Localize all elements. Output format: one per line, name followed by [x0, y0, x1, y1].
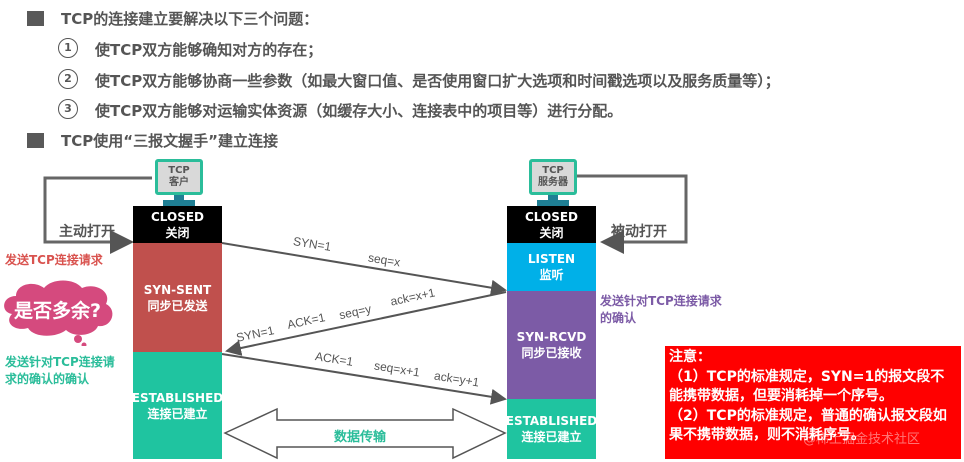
syn-arrow	[221, 242, 507, 296]
data-transfer-double-arrow	[223, 407, 507, 460]
bullet-square-icon	[27, 133, 44, 148]
number-circle-3: 3	[58, 99, 78, 119]
server-monitor-base	[537, 200, 569, 206]
client-monitor-line2: 客户	[169, 177, 189, 188]
client-monitor-line1: TCP	[168, 165, 190, 176]
state-en: CLOSED	[150, 209, 205, 224]
watermark: @稀土掘金技术社区	[803, 432, 921, 447]
state-en: SYN-RCVD	[516, 330, 587, 344]
state-en: LISTEN	[527, 252, 576, 266]
client-ack-note-line2: 求的确认的确认	[5, 372, 90, 386]
state-en: ESTABLISHED	[131, 390, 224, 405]
client-ack-note: 发送针对TCP连接请 求的确认的确认	[5, 354, 130, 388]
cloud-text: 是否多余?	[14, 300, 102, 322]
state-zh: 关闭	[165, 225, 190, 240]
client-monitor-stand	[174, 195, 184, 200]
thought-cloud-icon	[4, 280, 113, 346]
client-monitor-base	[163, 200, 195, 206]
notice-paragraph-2: （2）TCP的标准规定，普通的确认报文段如果不携带数据，则不消耗序号。	[669, 407, 947, 444]
list-item-1: 使TCP双方能够确知对方的存在；	[95, 41, 323, 59]
state-zh: 连接已建立	[521, 430, 582, 444]
client-state-closed: CLOSED 关闭	[133, 206, 222, 243]
state-zh: 同步已接收	[521, 346, 582, 360]
passive-open-label: 被动打开	[611, 224, 667, 240]
list-item-3: 使TCP双方能够对运输实体资源（如缓存大小、连接表中的项目等）进行分配。	[95, 102, 623, 120]
server-monitor-line2: 服务器	[538, 177, 568, 188]
server-ack-note: 发送针对TCP连接请求 的确认	[600, 293, 722, 327]
server-monitor-icon: TCP 服务器	[529, 159, 577, 195]
notice-paragraph-1: （1）TCP的标准规定，SYN=1的报文段不能携带数据，但要消耗掉一个序号。	[669, 368, 945, 405]
passive-open-arrow	[548, 174, 688, 254]
state-zh: 连接已建立	[147, 406, 208, 421]
heading-connection-problems: TCP的连接建立要解决以下三个问题：	[61, 10, 319, 28]
server-ack-note-line2: 的确认	[600, 311, 637, 325]
number-circle-2: 2	[58, 69, 78, 89]
state-zh: 同步已发送	[147, 298, 208, 313]
state-en: ESTABLISHED	[505, 414, 598, 428]
server-ack-note-line1: 发送针对TCP连接请求	[600, 294, 722, 308]
server-monitor-stand	[548, 195, 558, 200]
state-zh: 关闭	[539, 225, 564, 240]
server-state-listen: LISTEN 监听	[507, 243, 596, 291]
client-monitor-icon: TCP 客户	[155, 159, 203, 195]
list-item-2: 使TCP双方能够协商一些参数（如最大窗口值、是否使用窗口扩大选项和时间戳选项以及…	[95, 72, 780, 90]
client-ack-note-line1: 发送针对TCP连接请	[5, 355, 115, 369]
active-open-arrow	[43, 176, 152, 254]
state-en: CLOSED	[524, 209, 579, 224]
server-state-syn-rcvd: SYN-RCVD 同步已接收	[507, 291, 596, 399]
state-zh: 监听	[539, 268, 564, 282]
server-state-established: ESTABLISHED 连接已建立	[505, 399, 598, 459]
state-en: SYN-SENT	[143, 282, 212, 297]
data-transfer-label: 数据传输	[334, 430, 387, 445]
client-state-syn-sent: SYN-SENT 同步已发送	[133, 243, 222, 352]
heading-three-way-handshake: TCP使用“三报文握手”建立连接	[61, 132, 278, 150]
bullet-square-icon	[27, 11, 44, 26]
number-circle-1: 1	[58, 38, 78, 58]
server-state-closed: CLOSED 关闭	[507, 206, 596, 243]
client-send-request-note: 发送TCP连接请求	[5, 253, 103, 267]
server-monitor-line1: TCP	[542, 165, 564, 176]
syn-ack-arrow	[225, 291, 507, 356]
ack-arrow	[221, 353, 507, 405]
active-open-label: 主动打开	[59, 224, 115, 240]
client-state-established: ESTABLISHED 连接已建立	[131, 352, 224, 459]
notice-title: 注意：	[669, 349, 711, 365]
notice-box: 注意： （1）TCP的标准规定，SYN=1的报文段不能携带数据，但要消耗掉一个序…	[665, 346, 961, 459]
